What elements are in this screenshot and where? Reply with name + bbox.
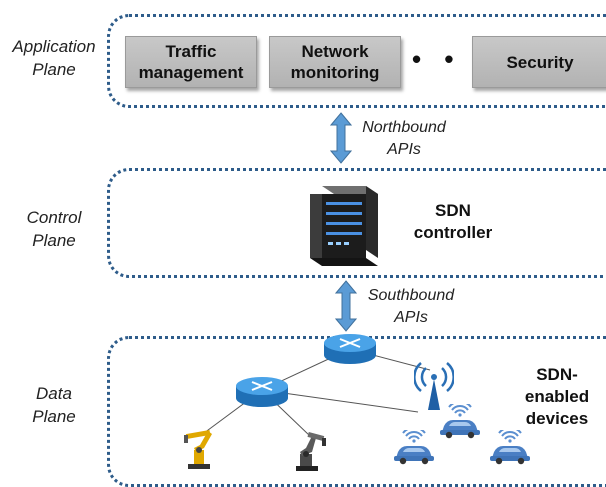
control-plane-label: Control Plane (26, 208, 82, 250)
server-icon (310, 186, 378, 266)
sdn-enabled-devices-label: SDN- enabled devices (524, 365, 590, 428)
application-plane-label: Application Plane (12, 37, 96, 79)
sdn-controller-label: SDN controller (413, 201, 493, 242)
industrial-robot-icon (184, 429, 212, 469)
connected-car-icon (440, 404, 480, 439)
control-plane-box (107, 168, 606, 278)
southbound-arrow (335, 280, 357, 332)
connected-car-icon (490, 430, 530, 465)
southbound-apis-label: Southbound APIs (367, 287, 455, 326)
northbound-apis-label: Northbound APIs (362, 119, 446, 158)
router-icon (324, 334, 376, 364)
app-network-monitoring: Network monitoring (269, 36, 401, 88)
wireless-antenna-icon (414, 362, 454, 410)
app-security: Security (472, 36, 606, 88)
northbound-arrow (330, 112, 352, 164)
app-traffic-management: Traffic management (125, 36, 257, 88)
application-plane-box (107, 14, 606, 108)
connected-car-icon (394, 430, 434, 465)
data-plane-label: Data Plane (32, 384, 76, 426)
router-icon (236, 377, 288, 407)
industrial-robot-icon (296, 431, 326, 471)
